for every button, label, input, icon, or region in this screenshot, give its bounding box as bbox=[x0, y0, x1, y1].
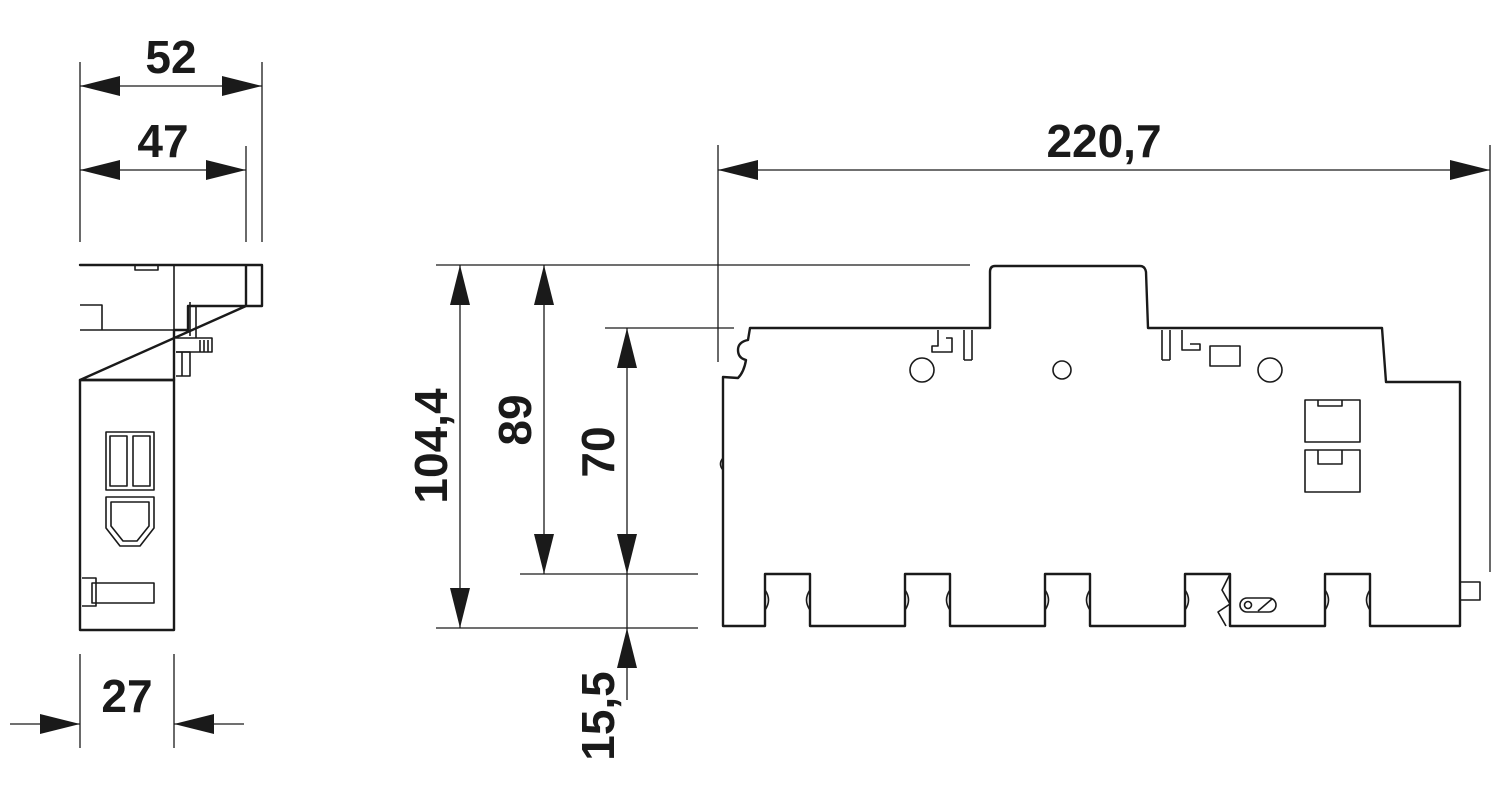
side-view bbox=[78, 263, 264, 632]
dim-89-label: 89 bbox=[489, 394, 541, 445]
dim-70-label: 70 bbox=[572, 426, 624, 477]
dim-104-4-label: 104,4 bbox=[405, 388, 457, 504]
dim-27-label: 27 bbox=[101, 670, 152, 722]
front-dimensions: 220,7 104,4 89 70 15,5 bbox=[405, 115, 1491, 761]
front-view bbox=[719, 264, 1481, 628]
side-dimensions: 52 47 27 bbox=[10, 31, 263, 748]
dim-47-label: 47 bbox=[137, 115, 188, 167]
dim-52-label: 52 bbox=[145, 31, 196, 83]
dim-15-5-label: 15,5 bbox=[572, 671, 624, 761]
dim-220-7-label: 220,7 bbox=[1046, 115, 1161, 167]
